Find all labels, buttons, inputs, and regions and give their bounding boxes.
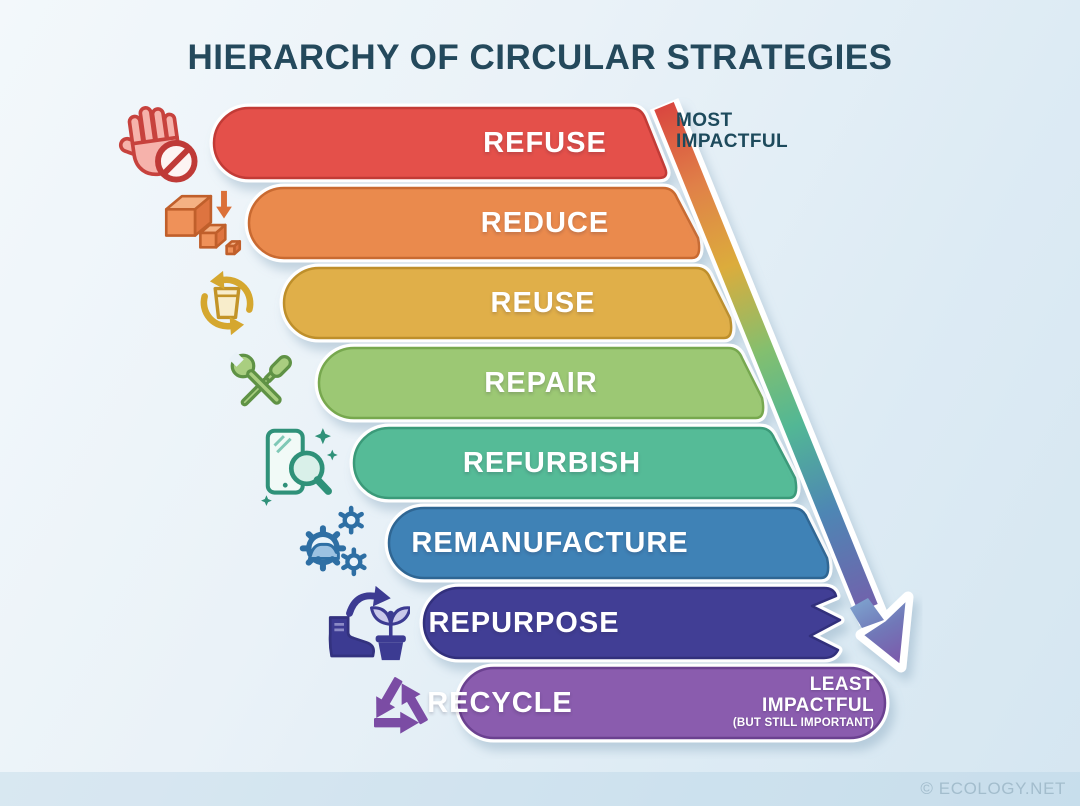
label-refuse: REFUSE [483,126,607,159]
bar-refuse [209,103,671,183]
bar-reduce [244,183,704,263]
least-impactful-line2: IMPACTFUL [762,695,874,716]
label-repair: REPAIR [484,366,598,399]
refurbish-device-magnifier-icon [261,428,338,506]
bar-refurbish [349,423,801,503]
least-impactful-line1: LEAST [809,674,874,695]
repair-tools-icon [228,351,292,407]
most-impactful-annotation: MOST IMPACTFUL [676,110,788,152]
label-refurbish: REFURBISH [462,446,642,479]
impact-arrow [649,98,914,673]
bar-remanufacture [384,503,833,583]
most-impactful-line1: MOST [676,110,733,131]
recycle-arrows-icon [374,677,428,734]
remanufacture-gears-car-icon [299,505,367,577]
bar-reuse [279,263,736,343]
bar-repurpose [419,583,845,663]
footer-credit: © ECOLOGY.NET [920,779,1066,798]
page-title: HIERARCHY OF CIRCULAR STRATEGIES [187,38,893,77]
bar-repair [314,343,768,423]
bar-recycle [454,663,890,743]
label-remanufacture: REMANUFACTURE [411,526,689,559]
reuse-cup-cycle-icon [200,270,254,336]
refuse-hand-stop-icon [118,106,198,183]
bottom-band [0,772,1080,806]
label-repurpose: REPURPOSE [428,606,620,639]
label-recycle: RECYCLE [427,686,573,719]
label-reuse: REUSE [490,286,596,319]
least-impactful-annotation: LEAST IMPACTFUL (BUT STILL IMPORTANT) [640,674,874,731]
label-reduce: REDUCE [480,206,610,239]
least-impactful-line3: (BUT STILL IMPORTANT) [732,717,874,729]
most-impactful-line2: IMPACTFUL [676,131,788,152]
reduce-boxes-icon [164,190,242,256]
repurpose-boot-plant-icon [328,585,410,661]
